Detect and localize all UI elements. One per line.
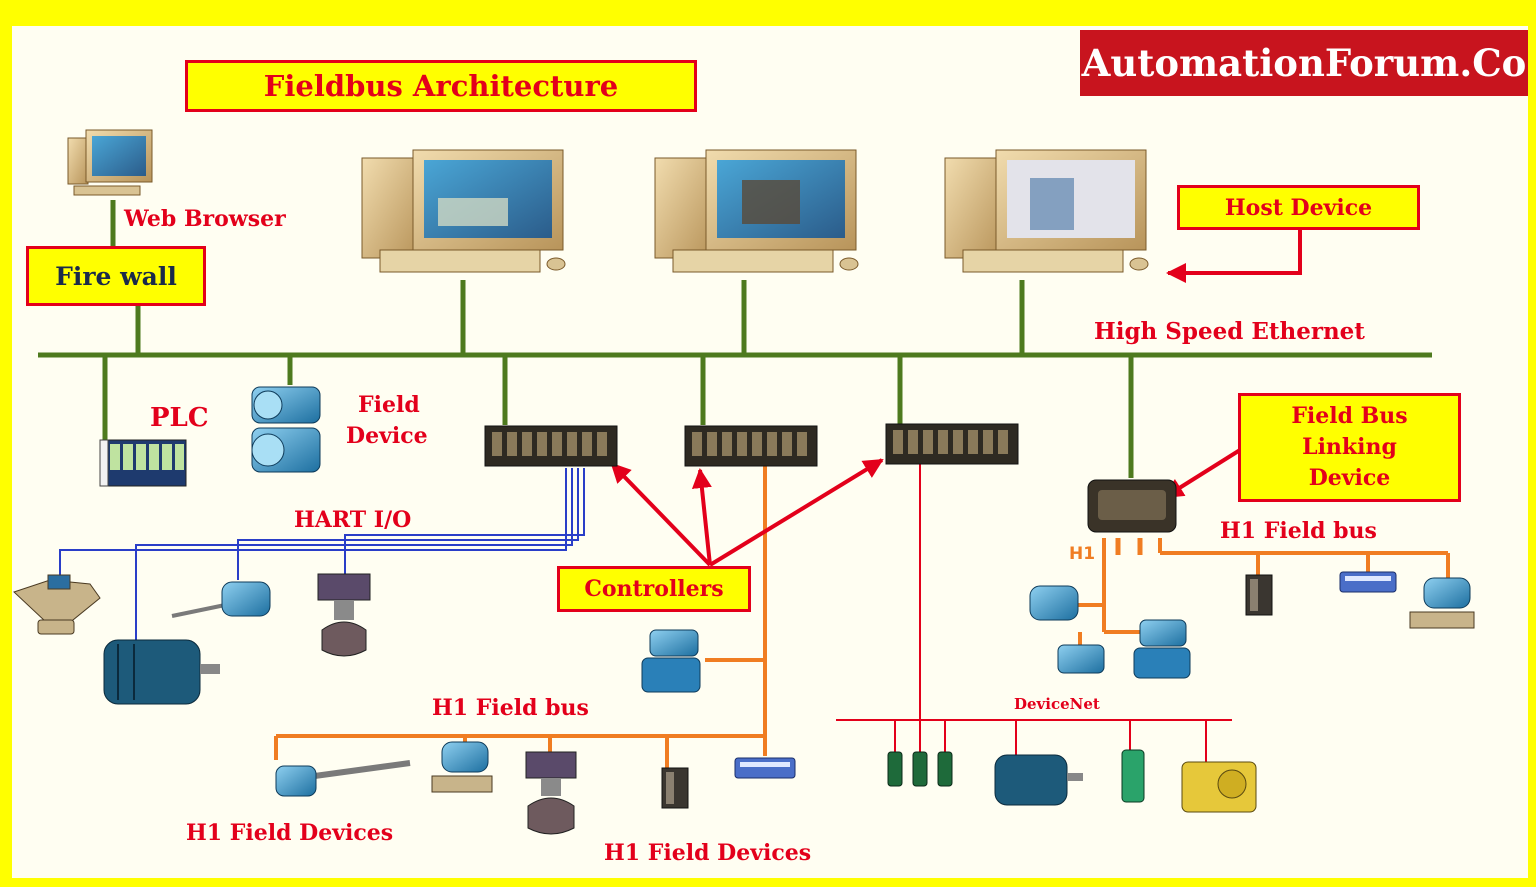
high-speed-ethernet-label: High Speed Ethernet <box>1094 318 1365 345</box>
plc-rack-icon <box>99 439 187 487</box>
magnetic-flowmeter-icon <box>641 629 701 693</box>
hart-io-wiring <box>59 468 585 640</box>
field-device-label-line2: Device <box>346 423 428 449</box>
h1-field-devices-left-label: H1 Field Devices <box>186 820 394 846</box>
hart-io-label: HART I/O <box>294 507 412 533</box>
host-computer-3-icon <box>944 149 1149 273</box>
devicenet-motor-icon <box>994 754 1083 806</box>
right-flowmeter-2-icon <box>1133 619 1191 679</box>
host-device-box: Host Device <box>1177 185 1420 230</box>
plc-label: PLC <box>150 403 209 433</box>
h1-fieldbus-right-label: H1 Field bus <box>1220 518 1377 544</box>
fieldbus-linking-device-icon <box>1087 479 1177 533</box>
web-browser-label: Web Browser <box>124 206 286 232</box>
devicenet-label: DeviceNet <box>1014 695 1100 713</box>
linking-device-line2: Linking <box>1302 434 1397 460</box>
host-computer-1-icon <box>361 149 566 273</box>
h1-fieldbus-middle-label: H1 Field bus <box>432 695 589 721</box>
control-valve-hart-icon <box>317 573 371 657</box>
ethernet-backbone <box>38 200 1432 478</box>
brand-logo: AutomationForum.Co <box>1080 30 1528 96</box>
controller-arrows <box>610 230 1302 567</box>
pressure-transmitter-icon <box>431 741 493 793</box>
devicenet-actuator-icon <box>1181 761 1257 813</box>
controller-2-icon <box>684 425 818 467</box>
h1-short-label: H1 <box>1069 544 1096 564</box>
field-device-icon <box>251 386 321 473</box>
web-browser-computer-icon <box>67 129 153 196</box>
devicenet-photoeye-icon <box>1121 749 1145 803</box>
level-probe-icon <box>275 760 411 797</box>
controller-3-icon <box>885 423 1019 465</box>
linking-device-line1: Field Bus <box>1291 403 1408 429</box>
power-supply-icon <box>661 767 689 809</box>
electric-motor-icon <box>103 639 220 705</box>
right-pressure-transmitter-icon <box>1029 585 1079 621</box>
right-power-supply-icon <box>1245 574 1273 616</box>
h1-fieldbus-middle <box>274 458 767 768</box>
control-valve-h1-icon <box>525 751 577 835</box>
devicenet-bus <box>836 462 1232 765</box>
diagram-title: Fieldbus Architecture <box>185 60 697 112</box>
io-module-icon <box>734 757 796 779</box>
controller-1-icon <box>484 425 618 467</box>
temperature-transmitter-icon <box>171 581 271 618</box>
coriolis-flowmeter-icon <box>13 574 101 635</box>
host-computer-2-icon <box>654 149 859 273</box>
field-device-label-line1: Field <box>358 392 420 418</box>
right-transmitter-icon <box>1409 577 1475 629</box>
fieldbus-linking-device-box: Field Bus Linking Device <box>1238 393 1461 502</box>
linking-device-line3: Device <box>1308 465 1391 491</box>
right-flowmeter-1-icon <box>1057 644 1105 674</box>
controllers-box: Controllers <box>557 566 751 612</box>
h1-field-devices-right-label: H1 Field Devices <box>604 840 812 866</box>
firewall-box: Fire wall <box>26 246 206 306</box>
devicenet-sensors-icon <box>887 751 953 787</box>
right-io-module-icon <box>1339 571 1397 593</box>
